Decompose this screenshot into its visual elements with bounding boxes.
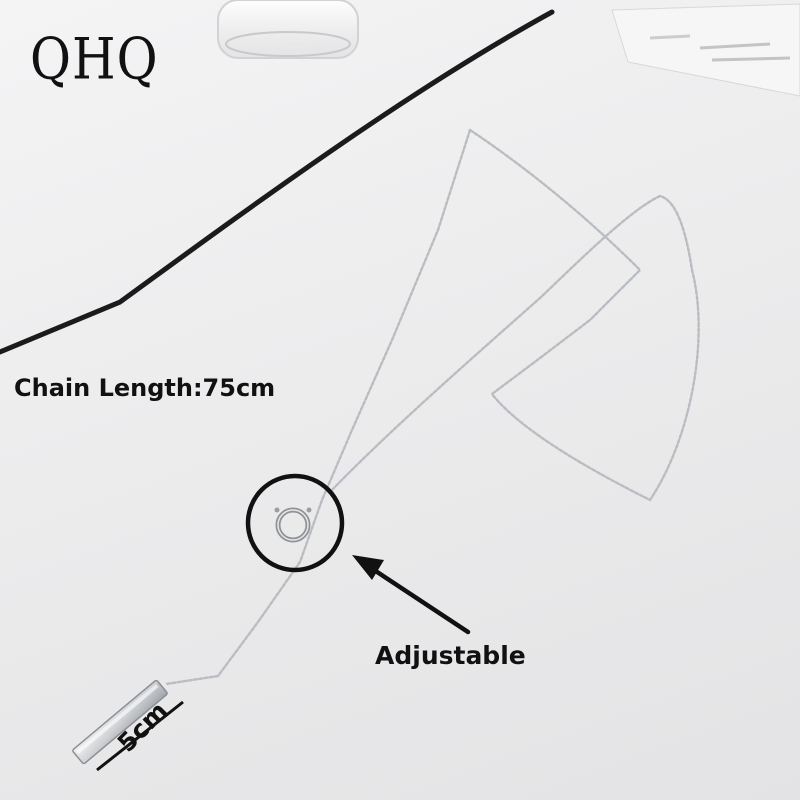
slider-ring xyxy=(274,507,312,543)
book-corner xyxy=(611,3,800,97)
bar-measure-line xyxy=(96,700,184,772)
glass-object xyxy=(217,0,359,59)
chain-strand-left xyxy=(164,128,472,686)
circle-highlight-icon xyxy=(245,473,345,573)
brand-logo: QHQ xyxy=(30,25,159,93)
chain-strand-right xyxy=(328,128,700,502)
black-cable xyxy=(0,9,555,355)
bar-pendant xyxy=(72,679,168,765)
chain-length-label: Chain Length:75cm xyxy=(14,374,276,402)
arrow-icon xyxy=(352,555,471,635)
adjustable-label: Adjustable xyxy=(375,641,526,670)
